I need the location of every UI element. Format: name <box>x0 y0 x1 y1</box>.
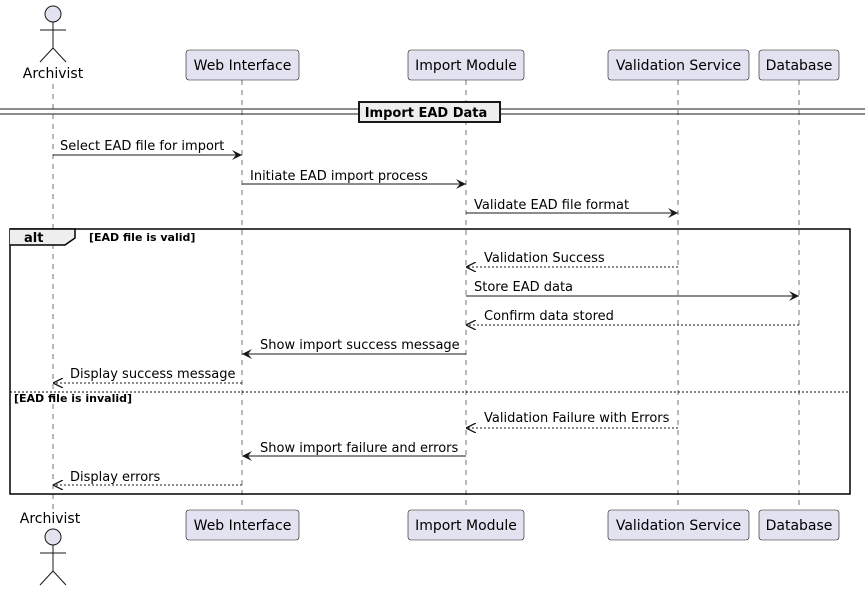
participant-label: Import Module <box>415 518 517 534</box>
section-divider: Import EAD Data <box>0 101 865 123</box>
message-label: Confirm data stored <box>484 309 614 324</box>
participant-label: Validation Service <box>616 518 741 534</box>
participant-database-top: Database <box>758 49 840 81</box>
participant-label: Validation Service <box>616 58 741 74</box>
participant-import-module-top: Import Module <box>407 49 525 81</box>
message-label: Display success message <box>70 367 235 382</box>
message-label: Display errors <box>70 470 161 485</box>
message-7: Show import success message <box>242 338 466 359</box>
participant-import-module-bottom: Import Module <box>407 509 525 541</box>
participant-label: Archivist <box>23 66 84 82</box>
participant-web-interface-bottom: Web Interface <box>185 509 300 541</box>
alt-keyword: alt <box>24 231 43 246</box>
participant-database-bottom: Database <box>758 509 840 541</box>
participants-top: Archivist Web Interface Import Module Va… <box>23 5 840 82</box>
message-3: Validate EAD file format <box>466 198 678 218</box>
actor-archivist-bottom: Archivist <box>20 511 81 586</box>
participant-label: Import Module <box>415 58 517 74</box>
message-label: Select EAD file for import <box>60 139 224 154</box>
message-label: Validation Success <box>484 251 605 266</box>
message-5: Store EAD data <box>466 280 799 301</box>
alt-fragment: alt [EAD file is valid] [EAD file is inv… <box>9 228 851 495</box>
participant-validation-service-bottom: Validation Service <box>607 509 750 541</box>
participants-bottom: Archivist Web Interface Import Module Va… <box>20 509 840 586</box>
message-11: Display errors <box>53 470 242 485</box>
alt-guard-valid: [EAD file is valid] <box>89 231 195 244</box>
message-label: Validate EAD file format <box>474 198 629 213</box>
participant-label: Database <box>766 518 833 534</box>
message-label: Show import failure and errors <box>260 441 459 456</box>
participant-validation-service-top: Validation Service <box>607 49 750 81</box>
message-6: Confirm data stored <box>466 309 799 325</box>
message-label: Store EAD data <box>474 280 573 295</box>
actor-head-icon <box>44 5 62 23</box>
message-label: Validation Failure with Errors <box>484 411 670 426</box>
participant-label: Database <box>766 58 833 74</box>
message-10: Show import failure and errors <box>242 441 466 461</box>
message-2: Initiate EAD import process <box>242 169 466 189</box>
participant-label: Web Interface <box>194 58 292 74</box>
message-label: Show import success message <box>260 338 460 353</box>
message-8: Display success message <box>53 367 242 383</box>
message-9: Validation Failure with Errors <box>466 411 678 428</box>
participant-web-interface-top: Web Interface <box>185 49 300 81</box>
participant-label: Web Interface <box>194 518 292 534</box>
actor-head-icon <box>44 528 62 546</box>
alt-guard-invalid: [EAD file is invalid] <box>14 392 132 405</box>
section-title: Import EAD Data <box>365 106 488 121</box>
message-label: Initiate EAD import process <box>250 169 428 184</box>
message-1: Select EAD file for import <box>53 139 242 160</box>
message-4: Validation Success <box>466 251 678 267</box>
participant-label: Archivist <box>20 511 81 527</box>
actor-archivist-top: Archivist <box>23 5 84 82</box>
